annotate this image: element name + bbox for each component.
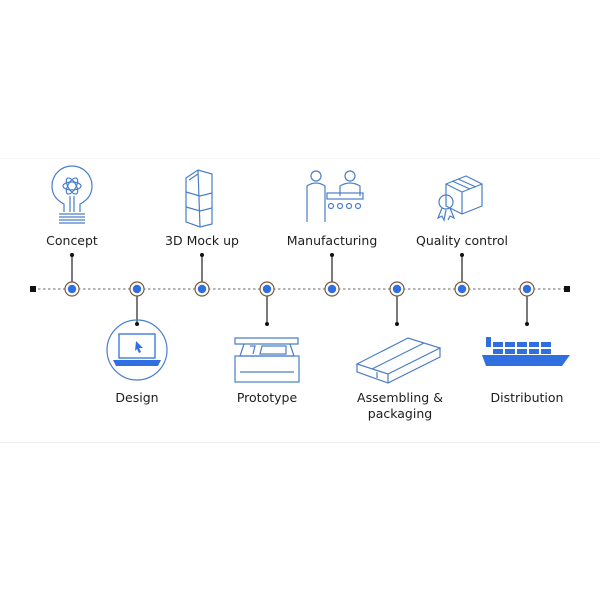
step-label-3d-mock-up: 3D Mock up — [165, 233, 239, 248]
timeline-node-dot — [457, 284, 467, 294]
shelf-display-icon — [185, 169, 213, 228]
timeline-node-dot — [132, 284, 142, 294]
connector-dot — [330, 253, 334, 257]
connector-dot — [70, 253, 74, 257]
flat-box-icon — [355, 337, 442, 384]
step-label-assembling-packaging: Assembling & packaging — [357, 390, 443, 421]
timeline-node-dot — [392, 284, 402, 294]
diagram-panel — [0, 158, 600, 443]
connector-dot — [135, 322, 139, 326]
step-label-prototype: Prototype — [236, 390, 298, 405]
timeline-start-marker — [30, 286, 36, 292]
connector-dot — [395, 322, 399, 326]
lightbulb-atom-icon — [51, 165, 93, 224]
laptop-cursor-icon — [106, 319, 168, 381]
timeline-node-dot — [262, 284, 272, 294]
connector-dot — [265, 322, 269, 326]
step-label-concept: Concept — [46, 233, 98, 248]
box-certificate-icon — [436, 175, 483, 222]
3d-printer-icon — [234, 337, 300, 383]
step-label-distribution: Distribution — [490, 390, 564, 405]
cargo-ship-icon — [482, 337, 570, 366]
timeline-node-dot — [522, 284, 532, 294]
connector-dot — [460, 253, 464, 257]
step-label-manufacturing: Manufacturing — [286, 233, 378, 248]
step-label-quality-control: Quality control — [416, 233, 508, 248]
connector-dot — [525, 322, 529, 326]
timeline-node-dot — [327, 284, 337, 294]
timeline-end-marker — [564, 286, 570, 292]
timeline-node-dot — [67, 284, 77, 294]
workers-conveyor-icon — [306, 170, 364, 222]
timeline-node-dot — [197, 284, 207, 294]
step-label-design: Design — [115, 390, 159, 405]
connector-dot — [200, 253, 204, 257]
